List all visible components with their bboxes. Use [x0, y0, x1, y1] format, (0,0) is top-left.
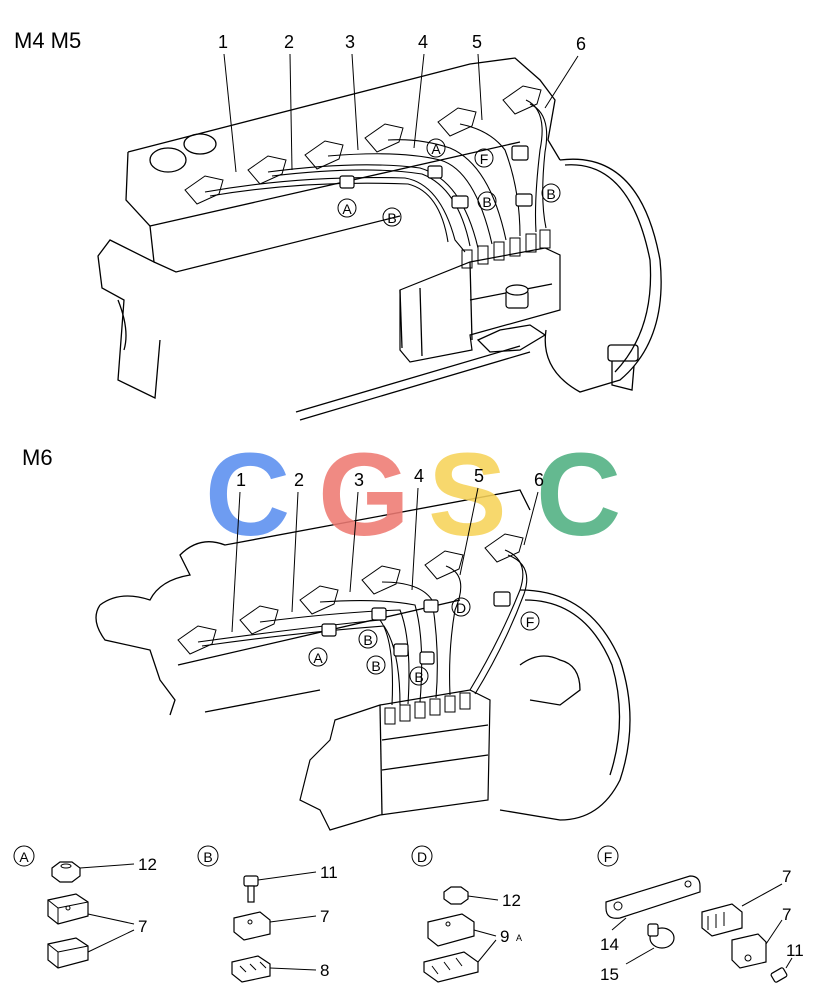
top-callout-5: 5	[472, 32, 482, 52]
svg-text:A: A	[313, 650, 323, 666]
watermark-letter-g: G	[318, 429, 410, 561]
detail-f: F 14 15 7 7 11	[597, 845, 804, 984]
detail-f-part-7b: 7	[782, 905, 791, 924]
top-engine-illustration	[97, 57, 662, 421]
top-marker-f: F	[474, 148, 494, 168]
watermark-letter-c1: C	[205, 429, 290, 561]
svg-text:B: B	[371, 658, 380, 674]
top-callout-3: 3	[345, 32, 355, 52]
bottom-callout-6: 6	[534, 470, 544, 490]
top-marker-a1: A	[426, 138, 446, 158]
svg-text:F: F	[480, 151, 489, 167]
top-callout-2: 2	[284, 32, 294, 52]
svg-text:F: F	[526, 614, 535, 630]
svg-text:A: A	[431, 141, 441, 157]
top-callout-4: 4	[418, 32, 428, 52]
detail-d-note: A	[516, 933, 522, 943]
detail-a: A 12 7	[13, 845, 157, 969]
top-markers: A F A B B B	[337, 138, 561, 227]
bottom-marker-d: D	[451, 597, 471, 617]
bottom-callouts: 1 2 3 4 5 6	[231, 466, 544, 633]
svg-text:F: F	[604, 849, 613, 865]
top-marker-b1: B	[382, 207, 402, 227]
detail-a-part-12: 12	[138, 855, 157, 874]
svg-text:A: A	[19, 849, 29, 865]
svg-text:A: A	[342, 201, 352, 217]
detail-f-part-11: 11	[786, 941, 804, 960]
bottom-marker-a: A	[308, 647, 328, 667]
top-marker-b2: B	[477, 191, 497, 211]
top-section-title: M4 M5	[14, 28, 81, 53]
bottom-markers: D F B A B B	[308, 597, 540, 686]
svg-text:D: D	[456, 600, 466, 616]
bottom-marker-b3: B	[409, 666, 429, 686]
detail-f-part-7a: 7	[782, 867, 791, 886]
detail-f-part-14: 14	[600, 935, 619, 954]
detail-f-label: F	[597, 845, 619, 867]
top-callouts: 1 2 3 4 5 6	[218, 32, 586, 173]
svg-text:B: B	[482, 194, 491, 210]
detail-d-part-12: 12	[502, 891, 521, 910]
bottom-callout-3: 3	[354, 470, 364, 490]
detail-a-label: A	[13, 845, 35, 867]
detail-d-label: D	[411, 845, 433, 867]
top-marker-b3: B	[541, 183, 561, 203]
watermark-letter-c2: C	[536, 429, 621, 561]
bottom-engine-illustration	[95, 489, 631, 831]
cgsc-watermark: C G S C	[205, 429, 621, 561]
detail-b-part-8: 8	[320, 961, 329, 980]
detail-a-part-7: 7	[138, 917, 147, 936]
bottom-section-title: M6	[22, 445, 53, 470]
detail-b-part-11: 11	[320, 863, 338, 882]
detail-d: D 12 9 A	[411, 845, 522, 983]
detail-d-part-9: 9	[500, 927, 509, 946]
bottom-callout-5: 5	[474, 466, 484, 486]
detail-f-part-15: 15	[600, 965, 619, 984]
svg-text:B: B	[414, 669, 423, 685]
bottom-marker-b1: B	[358, 629, 378, 649]
bottom-marker-b2: B	[366, 655, 386, 675]
detail-b-part-7: 7	[320, 907, 329, 926]
top-callout-1: 1	[218, 32, 228, 52]
svg-text:B: B	[363, 632, 372, 648]
bottom-callout-1: 1	[236, 470, 246, 490]
svg-text:B: B	[546, 186, 555, 202]
top-callout-6: 6	[576, 34, 586, 54]
svg-text:B: B	[203, 849, 212, 865]
bottom-marker-f: F	[520, 611, 540, 631]
detail-b: B 11 7 8	[197, 845, 338, 983]
bottom-callout-2: 2	[294, 470, 304, 490]
bottom-callout-4: 4	[414, 466, 424, 486]
svg-text:D: D	[417, 849, 427, 865]
svg-text:B: B	[387, 210, 396, 226]
detail-b-label: B	[197, 845, 219, 867]
top-marker-a2: A	[337, 198, 357, 218]
